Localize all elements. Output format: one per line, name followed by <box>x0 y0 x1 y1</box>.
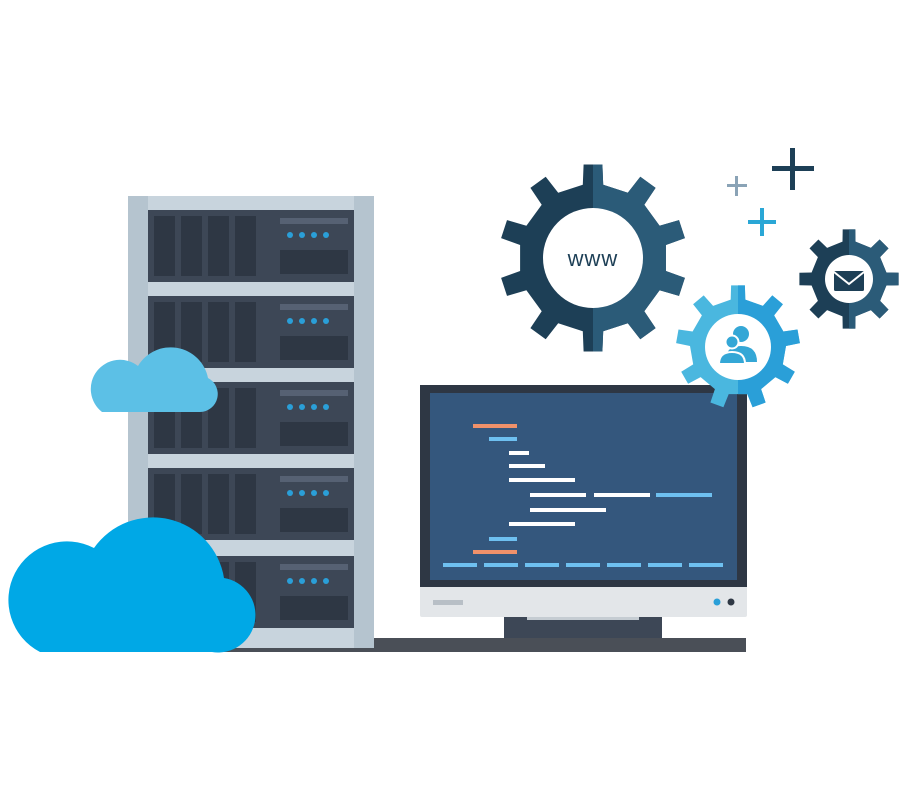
code-line <box>594 493 650 497</box>
status-led <box>323 318 329 324</box>
status-led <box>299 232 305 238</box>
monitor-icon <box>420 385 747 638</box>
monitor-brand-label <box>433 600 463 605</box>
status-led <box>287 318 293 324</box>
code-line <box>656 493 712 497</box>
drive-bay <box>208 302 229 362</box>
plus-icon-medium <box>748 208 776 236</box>
code-lines <box>443 424 723 567</box>
code-line <box>473 550 517 554</box>
code-line <box>443 563 477 567</box>
drive-bay <box>235 388 256 448</box>
code-line <box>509 464 545 468</box>
drive-bay <box>181 474 202 534</box>
drive-bay <box>154 302 175 362</box>
status-led <box>311 578 317 584</box>
users-icon <box>717 326 757 365</box>
status-led <box>323 404 329 410</box>
status-led <box>299 490 305 496</box>
monitor-power-led <box>713 598 721 606</box>
status-led <box>311 318 317 324</box>
envelope-icon <box>833 271 865 291</box>
code-line <box>509 478 575 482</box>
drive-bay <box>208 474 229 534</box>
www-gear-icon <box>501 164 685 352</box>
status-led <box>323 490 329 496</box>
status-led <box>299 318 305 324</box>
status-led <box>311 404 317 410</box>
status-led <box>311 490 317 496</box>
status-led <box>287 404 293 410</box>
drive-bay <box>235 302 256 362</box>
plus-icon-large <box>772 148 814 190</box>
code-line <box>648 563 682 567</box>
drive-bay <box>154 216 175 276</box>
code-line <box>530 493 586 497</box>
status-led <box>287 490 293 496</box>
code-line <box>509 522 575 526</box>
plus-icon-small <box>727 176 747 196</box>
status-led <box>299 404 305 410</box>
small-cloud-icon <box>90 347 218 412</box>
code-line <box>607 563 641 567</box>
status-led <box>287 578 293 584</box>
code-line <box>525 563 559 567</box>
drive-bay <box>181 302 202 362</box>
drive-bay <box>208 216 229 276</box>
monitor-button <box>727 598 735 606</box>
code-line <box>489 437 517 441</box>
drive-bay <box>181 216 202 276</box>
code-line <box>530 508 606 512</box>
large-cloud-icon <box>8 517 256 653</box>
status-led <box>299 578 305 584</box>
drive-bay <box>235 474 256 534</box>
code-line <box>489 537 517 541</box>
code-line <box>689 563 723 567</box>
server-unit <box>148 468 354 540</box>
code-line <box>473 424 517 428</box>
status-led <box>323 232 329 238</box>
code-line <box>509 451 529 455</box>
www-label: www <box>567 246 619 271</box>
code-line <box>484 563 518 567</box>
status-led <box>311 232 317 238</box>
drive-bay <box>235 216 256 276</box>
status-led <box>287 232 293 238</box>
status-led <box>323 578 329 584</box>
code-line <box>566 563 600 567</box>
server-unit <box>148 210 354 282</box>
